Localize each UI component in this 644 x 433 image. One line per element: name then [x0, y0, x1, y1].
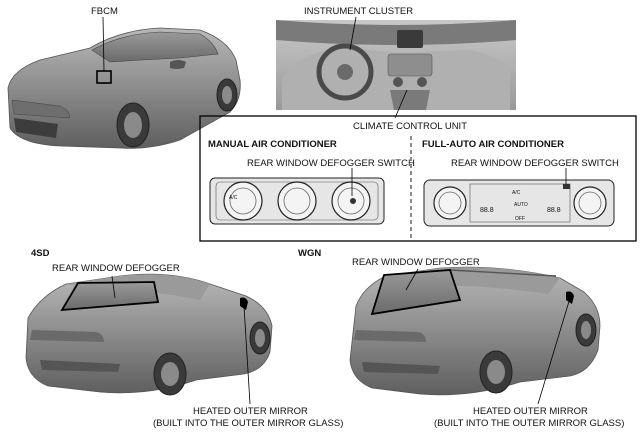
sedan-rear-defogger-frame: [60, 281, 160, 312]
wgn-label: WGN: [298, 248, 322, 259]
manual-defogger-switch: [350, 198, 356, 204]
manual-temp-knob: [223, 181, 263, 221]
full-auto-ac-panel: [423, 168, 615, 227]
climate-control-box: [199, 115, 637, 242]
manual-fan-knob: [277, 181, 317, 221]
wagon-heated-mirror-label: HEATED OUTER MIRROR: [473, 406, 588, 417]
fbcm-label: FBCM: [91, 6, 118, 17]
instrument-cluster-label: INSTRUMENT CLUSTER: [304, 6, 414, 17]
front-car-illustration: [7, 16, 241, 149]
full-auto-ac-label: FULL-AUTO AIR CONDITIONER: [422, 139, 564, 150]
manual-ac-panel: [209, 168, 385, 225]
auto-defogger-switch-label: REAR WINDOW DEFOGGER SWITCH: [451, 158, 619, 169]
auto-defogger-switch: [563, 184, 570, 189]
dashboard-illustration: [276, 16, 516, 119]
manual-defogger-switch-label: REAR WINDOW DEFOGGER SWITCH: [247, 158, 415, 169]
wagon-rear-defogger-label: REAR WINDOW DEFOGGER: [352, 257, 480, 268]
auto-ac-text: A/C: [512, 190, 521, 196]
sedan-heated-mirror-sublabel: (BUILT INTO THE OUTER MIRROR GLASS): [153, 418, 344, 429]
manual-ac-label: MANUAL AIR CONDITIONER: [208, 139, 337, 150]
manual-ac-text: A/C: [229, 195, 238, 201]
wagon-rear-defogger-frame: [370, 269, 462, 316]
wagon-heated-mirror-sublabel: (BUILT INTO THE OUTER MIRROR GLASS): [434, 418, 625, 429]
auto-temp-right: 88.8: [547, 207, 561, 214]
auto-temp-left: 88.8: [480, 207, 494, 214]
wagon-rear-illustration: [349, 266, 601, 405]
4sd-label: 4SD: [31, 248, 50, 259]
climate-control-unit-label: CLIMATE CONTROL UNIT: [353, 121, 468, 132]
auto-off-text: OFF: [515, 216, 525, 222]
auto-auto-text: AUTO: [514, 202, 528, 208]
sedan-rear-defogger-label: REAR WINDOW DEFOGGER: [52, 263, 180, 274]
sedan-rear-illustration: [25, 273, 273, 405]
sedan-heated-mirror-label: HEATED OUTER MIRROR: [193, 406, 308, 417]
